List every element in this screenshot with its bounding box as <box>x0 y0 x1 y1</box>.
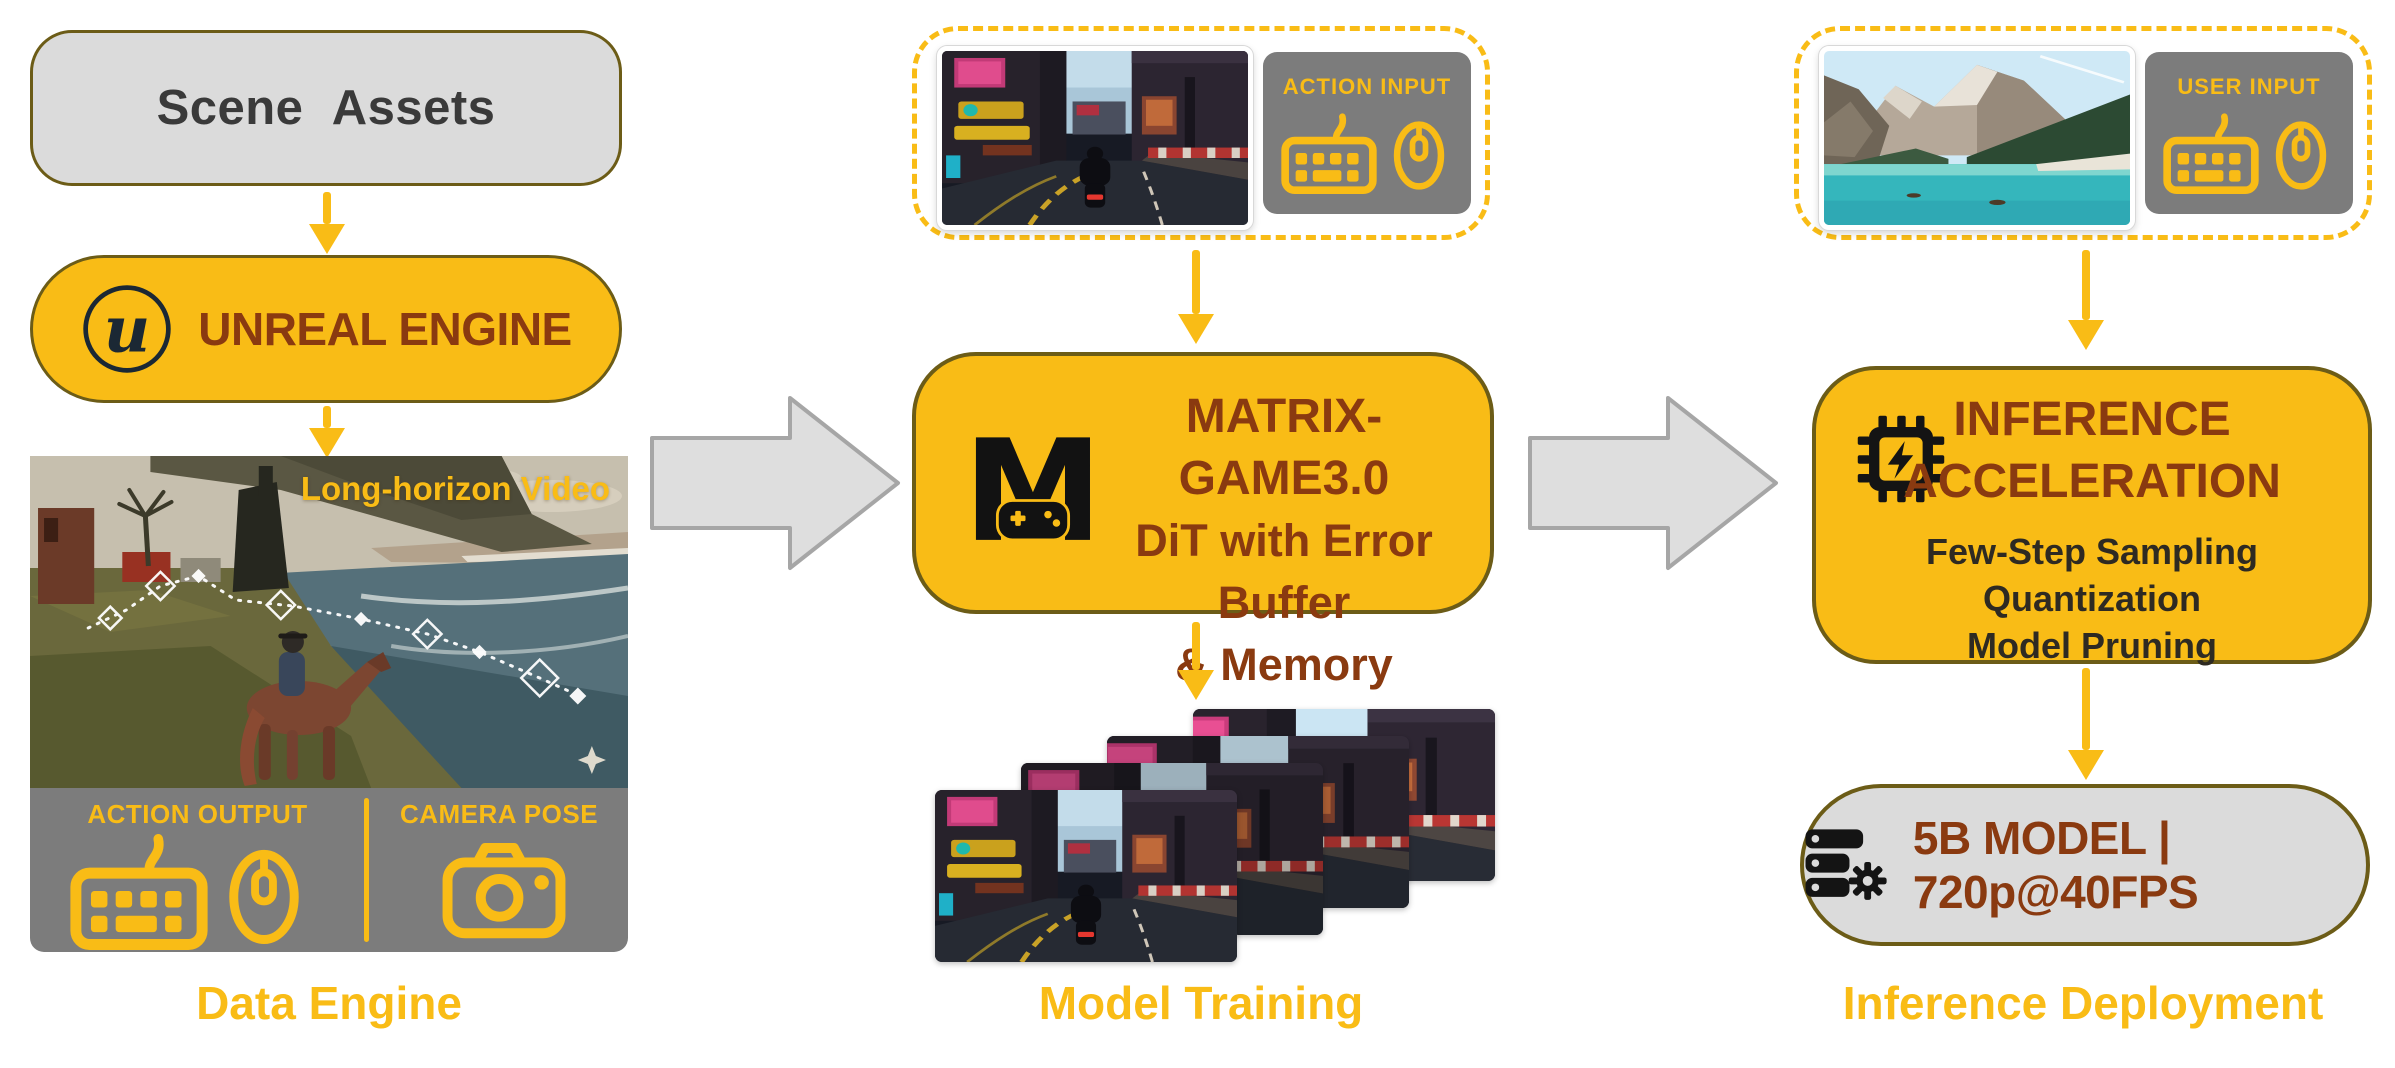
sparkle-icon <box>577 746 606 774</box>
mouse-icon <box>228 832 300 944</box>
video-overlay-label: Long-horizon Video <box>300 470 610 507</box>
acceleration-title-line1: INFERENCE <box>1953 393 2231 446</box>
keyboard-icon <box>2163 112 2259 194</box>
acceleration-items: Few-Step Sampling Quantization Model Pru… <box>1816 528 2368 669</box>
svg-text:M: M <box>963 418 1103 568</box>
camera-icon <box>442 838 566 940</box>
inference-acceleration-box: INFERENCE ACCELERATION Few-Step Sampling… <box>1812 366 2372 666</box>
mouse-icon <box>1393 108 1445 190</box>
down-arrow-icon <box>1192 622 1200 670</box>
section-label-inference-deployment: Inference Deployment <box>1842 977 2324 1029</box>
action-input-group: ACTION INPUT <box>912 26 1490 240</box>
data-engine-output-panel: ACTION OUTPUT CAMERA POSE <box>30 788 628 952</box>
matrix-game-logo-icon: M <box>963 418 1103 568</box>
mouse-icon <box>2275 108 2327 190</box>
flow-arrow-icon <box>650 396 900 570</box>
acceleration-item: Model Pruning <box>1967 625 2217 666</box>
down-arrow-icon <box>1192 250 1200 314</box>
flow-arrow-icon <box>1528 396 1778 570</box>
acceleration-item: Few-Step Sampling <box>1925 531 2259 572</box>
section-label-data-engine: Data Engine <box>196 977 462 1029</box>
action-input-panel: ACTION INPUT <box>1263 52 1471 214</box>
lake-photo <box>1819 46 2135 230</box>
user-input-label: USER INPUT <box>2177 74 2321 99</box>
camera-pose-label: CAMERA POSE <box>399 799 599 829</box>
scene-assets-label: Scene Assets <box>156 81 496 135</box>
down-arrow-icon <box>2082 250 2090 320</box>
down-arrow-icon <box>2082 668 2090 750</box>
deployment-box: 5B MODEL | 720p@40FPS <box>1800 784 2370 946</box>
horse-rider-silhouette <box>240 631 392 786</box>
server-gear-icon <box>1805 829 1887 900</box>
deployment-label: 5B MODEL | 720p@40FPS <box>1912 812 2199 918</box>
matrix-line3: & Memory <box>1175 639 1393 690</box>
training-frame-1 <box>935 790 1237 962</box>
keyboard-icon <box>70 832 208 950</box>
section-label-model-training: Model Training <box>1038 977 1364 1029</box>
unreal-engine-icon: u <box>83 285 171 373</box>
down-arrow-icon <box>323 406 331 428</box>
unreal-engine-box: u UNREAL ENGINE <box>30 255 622 403</box>
acceleration-item: Quantization <box>1983 578 2201 619</box>
matrix-box-text: MATRIX-GAME3.0 DiT with Error Buffer & M… <box>1096 386 1472 696</box>
svg-text:u: u <box>104 293 150 368</box>
matrix-line2: DiT with Error Buffer <box>1135 515 1433 628</box>
scene-assets-box: Scene Assets <box>30 30 622 186</box>
down-arrow-icon <box>323 192 331 224</box>
matrix-game-box: M MATRIX-GAME3.0 DiT with Error Buffer &… <box>912 352 1494 690</box>
game-frame-photo <box>937 46 1253 230</box>
keyboard-icon <box>1281 112 1377 194</box>
matrix-title: MATRIX-GAME3.0 <box>1178 390 1390 505</box>
long-horizon-video-still: Long-horizon Video <box>30 456 628 788</box>
western-game-scene <box>30 456 628 788</box>
action-output-label: ACTION OUTPUT <box>87 799 308 829</box>
acceleration-title-line2: ACCELERATION <box>1903 455 2281 508</box>
unreal-engine-label: UNREAL ENGINE <box>198 303 572 355</box>
user-input-group: USER INPUT <box>1794 26 2372 240</box>
panel-divider <box>364 798 369 942</box>
user-input-panel: USER INPUT <box>2145 52 2353 214</box>
action-input-label: ACTION INPUT <box>1282 74 1452 99</box>
